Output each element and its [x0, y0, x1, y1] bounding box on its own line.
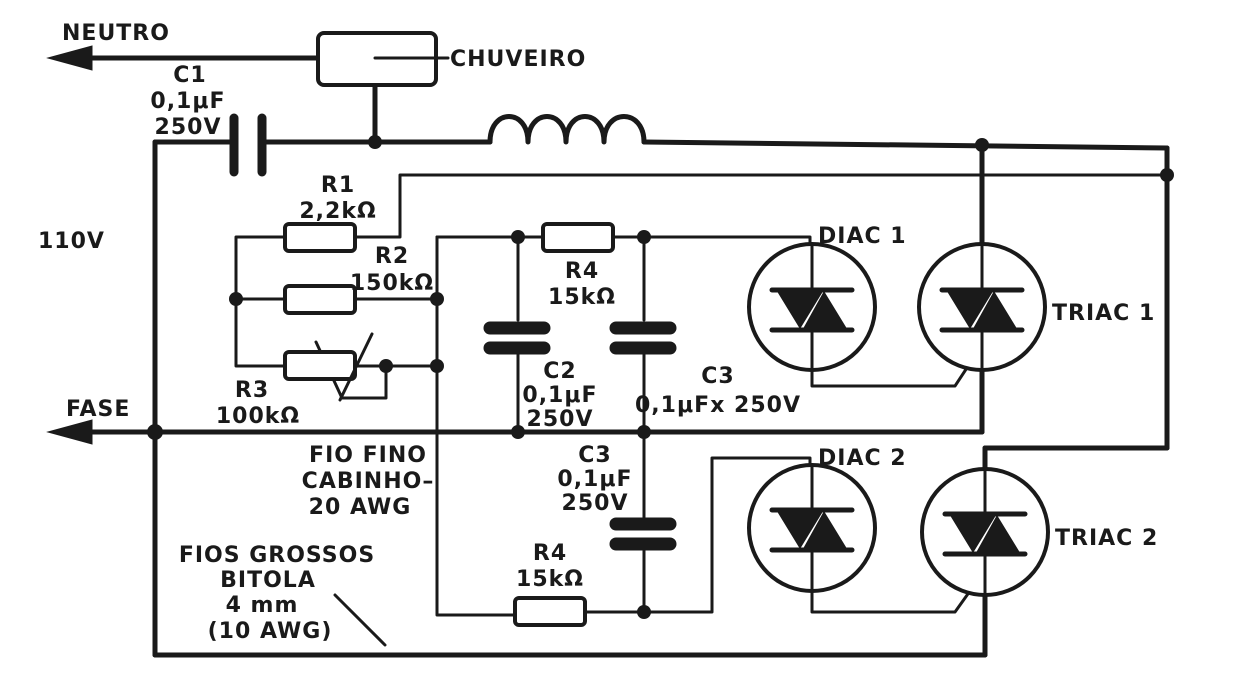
- triac2-triangle-up: [976, 515, 1020, 553]
- r4-top-value-label: 15kΩ: [548, 285, 616, 310]
- fios-label-4: (10 AWG): [208, 619, 333, 644]
- r2-name-label: R2: [375, 244, 409, 269]
- c3-right-name-label: C3: [701, 364, 734, 389]
- top-rail-right: [641, 139, 1170, 151]
- diac2-symbol: [747, 463, 877, 593]
- c3-right-plate-top: [609, 321, 677, 335]
- supply-voltage-label: 110V: [38, 229, 105, 254]
- c1-voltage-label: 250V: [155, 115, 222, 140]
- resistor-r3: [283, 350, 357, 381]
- r4-bottom-value-label: 15kΩ: [516, 567, 584, 592]
- diac2-triangle-up: [803, 511, 847, 549]
- triac1-symbol: [917, 242, 1047, 372]
- junction-dot: [975, 138, 989, 152]
- fase-arrow: [46, 419, 93, 445]
- r2-value-label: 150kΩ: [350, 271, 434, 296]
- junction-nodes: [147, 135, 1174, 619]
- neutro-label: NEUTRO: [62, 21, 170, 46]
- r1-value-label: 2,2kΩ: [299, 199, 376, 224]
- wires: [46, 45, 1170, 658]
- c2-value-label: 0,1μF: [522, 383, 597, 408]
- chuveiro-label: CHUVEIRO: [450, 47, 586, 72]
- fase-label: FASE: [66, 397, 130, 422]
- diac1-symbol: [747, 242, 877, 372]
- c3-lower-plate-bottom: [609, 537, 677, 551]
- c3-right-value-label: 0,1μFx 250V: [635, 393, 801, 418]
- triac2-symbol: [920, 467, 1050, 597]
- c3-lower-plate-top: [609, 517, 677, 531]
- c3-lower-name-label: C3: [578, 443, 611, 468]
- c2-plate-bottom: [483, 341, 551, 355]
- labels: NEUTRO CHUVEIRO C1 0,1μF 250V 110V R1 2,…: [38, 21, 1158, 644]
- c3-right-plate-bottom: [609, 341, 677, 355]
- r4-bottom-name-label: R4: [533, 541, 567, 566]
- c2-voltage-label: 250V: [527, 407, 594, 432]
- fios-leader: [333, 593, 387, 647]
- chuveiro-heater: [316, 31, 450, 87]
- junction-dot: [147, 424, 163, 440]
- r3-variable-arrow: [338, 332, 374, 402]
- diac2-label: DIAC 2: [818, 446, 907, 471]
- capacitor-c3-lower: [609, 517, 677, 551]
- triac1-label: TRIAC 1: [1052, 301, 1155, 326]
- resistor-r4-top: [541, 222, 615, 253]
- c2-name-label: C2: [543, 359, 576, 384]
- c2-plate-top: [483, 321, 551, 335]
- r1-upper-wire: [353, 173, 1169, 239]
- junction-dot: [511, 230, 525, 244]
- triac2-triangle-down: [950, 515, 996, 553]
- diac1-label: DIAC 1: [818, 224, 907, 249]
- r3-name-label: R3: [235, 378, 269, 403]
- diac1-triangle-down: [777, 291, 823, 329]
- r-network-left: [234, 235, 287, 368]
- inductor-coil: [487, 114, 647, 145]
- junction-dot: [637, 425, 651, 439]
- resistor-r2: [283, 284, 357, 315]
- junction-dot: [430, 292, 444, 306]
- junction-dot: [1160, 168, 1174, 182]
- network-bus: [435, 235, 517, 617]
- diac2-triangle-down: [777, 511, 823, 549]
- fio-fino-label-1: FIO FINO: [309, 443, 427, 468]
- junction-dot: [637, 605, 651, 619]
- triac1-triangle-down: [947, 291, 993, 329]
- fios-label-3: 4 mm: [226, 593, 299, 618]
- junction-dot: [511, 425, 525, 439]
- fio-fino-label-3: 20 AWG: [309, 495, 412, 520]
- r3-value-label: 100kΩ: [216, 404, 300, 429]
- resistor-r1: [283, 222, 357, 253]
- c3-lower-value-label: 0,1μF: [557, 467, 632, 492]
- r4-top-name-label: R4: [565, 259, 599, 284]
- fios-label-1: FIOS GROSSOS: [179, 543, 375, 568]
- capacitor-c3-right: [609, 321, 677, 355]
- resistor-r4-bottom: [513, 596, 587, 627]
- c1-value-label: 0,1μF: [150, 89, 225, 114]
- junction-dot: [229, 292, 243, 306]
- junction-dot: [368, 135, 382, 149]
- triac1-triangle-up: [973, 291, 1017, 329]
- capacitor-c1: [229, 113, 267, 177]
- c1-name-label: C1: [173, 63, 206, 88]
- fio-fino-label-2: CABINHO–: [302, 469, 435, 494]
- junction-dot: [637, 230, 651, 244]
- fios-label-2: BITOLA: [220, 568, 316, 593]
- capacitor-c2: [483, 321, 551, 355]
- neutro-arrow: [46, 45, 93, 71]
- c3-lower-voltage-label: 250V: [562, 491, 629, 516]
- triac2-label: TRIAC 2: [1055, 526, 1158, 551]
- r1-name-label: R1: [321, 173, 355, 198]
- junction-dot: [379, 359, 393, 373]
- diac1-triangle-up: [803, 291, 847, 329]
- junction-dot: [430, 359, 444, 373]
